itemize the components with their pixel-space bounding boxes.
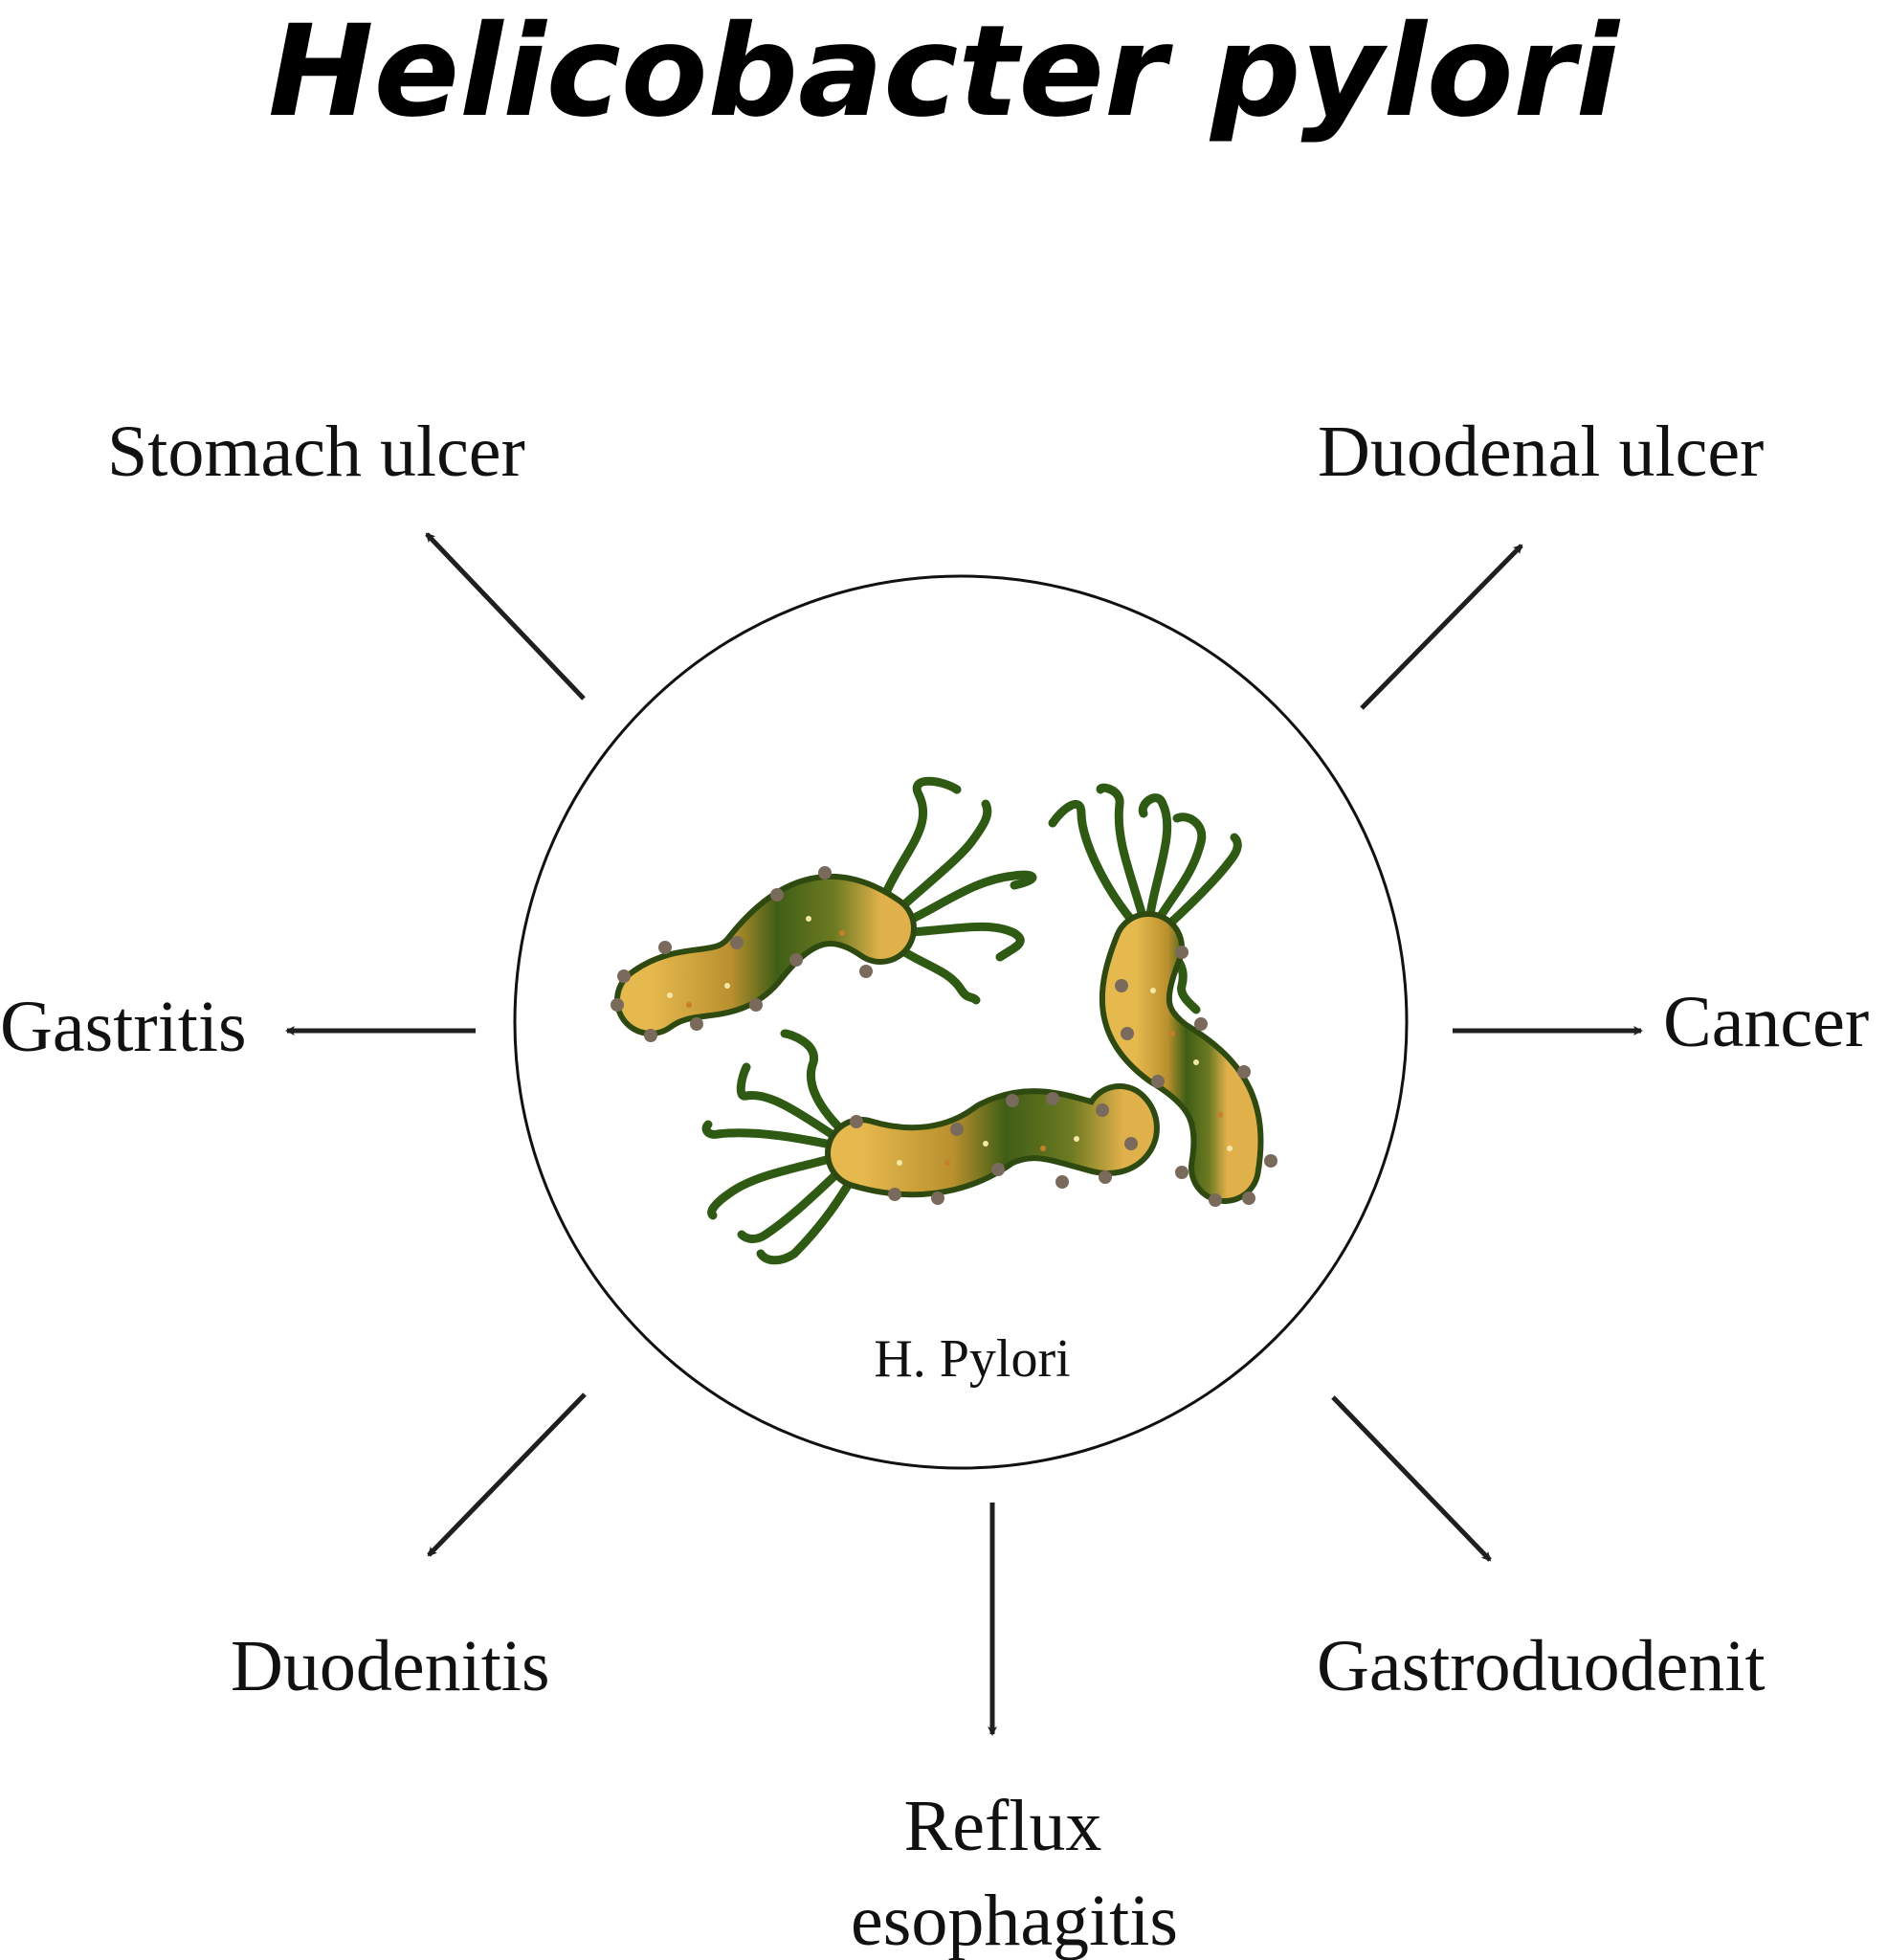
bacterium-icon <box>701 1029 1160 1265</box>
arrow-to-stomach-ulcer <box>425 532 586 701</box>
label-reflux-line2: esophagitis <box>851 1881 1178 1960</box>
center-circle <box>513 574 1409 1470</box>
label-reflux-line1: Reflux <box>904 1786 1102 1866</box>
arrow-to-gastroduodenit <box>1331 1395 1492 1562</box>
bacteria-illustration <box>611 776 1277 1265</box>
label-gastroduodenit: Gastroduodenit <box>1317 1626 1766 1706</box>
label-duodenal-ulcer: Duodenal ulcer <box>1318 412 1764 492</box>
bacterium-icon <box>611 776 1037 1042</box>
arrow-to-duodenitis <box>427 1392 587 1557</box>
label-duodenitis: Duodenitis <box>231 1626 550 1706</box>
diagram-title: Helicobacter pylori <box>268 0 1620 145</box>
label-cancer: Cancer <box>1663 982 1869 1062</box>
arrow-to-duodenal-ulcer <box>1360 544 1523 710</box>
center-label: H. Pylori <box>874 1329 1070 1389</box>
label-gastritis: Gastritis <box>0 987 247 1067</box>
label-stomach-ulcer: Stomach ulcer <box>107 412 525 492</box>
bacterium-icon <box>1048 783 1277 1207</box>
